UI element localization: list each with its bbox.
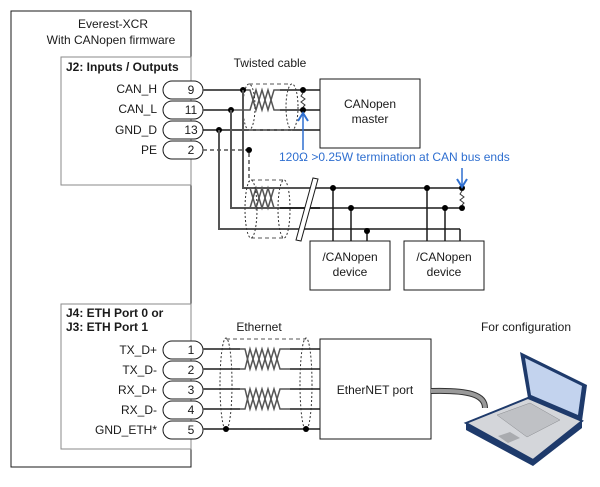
device2-line1: /CANopen <box>416 250 471 264</box>
canopen-device-box <box>309 240 391 291</box>
twist-rx-b <box>240 386 290 412</box>
pin-signal: TX_D+ <box>119 343 157 357</box>
device-subtitle: With CANopen firmware <box>47 33 176 47</box>
pin-connector <box>162 400 204 420</box>
laptop-touchpad <box>498 432 520 443</box>
twisted-cable-label: Twisted cable <box>234 56 307 70</box>
pin-number: 2 <box>188 143 195 157</box>
pin-number: 11 <box>185 103 198 117</box>
device2-line2: device <box>427 265 462 279</box>
ethernet-cable-label: Ethernet <box>236 320 282 334</box>
eth-title-line1: J4: ETH Port 0 or <box>66 306 164 320</box>
junction-dot <box>348 205 354 211</box>
pin-signal: CAN_L <box>118 102 157 116</box>
junction-dot <box>300 107 306 113</box>
pin-signal: PE <box>141 143 157 157</box>
pin-number: 4 <box>188 403 195 417</box>
pin-signal: TX_D- <box>122 363 157 377</box>
laptop-icon <box>463 352 587 466</box>
j2-pin-row: CAN_H 9 <box>116 80 204 100</box>
pin-signal: GND_ETH* <box>95 423 157 437</box>
twist-tx-a <box>240 346 290 372</box>
pin-connector <box>162 80 204 100</box>
eth-pin-row: TX_D+ 1 <box>119 340 204 360</box>
pin-connector <box>162 380 204 400</box>
pin-connector <box>162 360 204 380</box>
junction-dot <box>303 426 309 432</box>
twist-tx-b <box>240 346 290 372</box>
junction-dot <box>364 228 370 234</box>
junction-dot <box>424 185 430 191</box>
eth-title-line2: J3: ETH Port 1 <box>66 320 148 334</box>
j2-title: J2: Inputs / Outputs <box>66 60 179 74</box>
termination-resistor <box>300 92 306 108</box>
pin-number: 3 <box>188 383 195 397</box>
twist-bottom-a <box>243 185 280 211</box>
ethernet-port-label: EtherNET port <box>337 383 414 397</box>
pin-signal: RX_D- <box>121 403 157 417</box>
canopen-master-box <box>319 78 421 149</box>
shield-ellipse <box>244 179 258 239</box>
junction-dot <box>459 205 465 211</box>
device-title: Everest-XCR <box>78 17 148 31</box>
pin-connector <box>162 420 204 440</box>
j2-pin-row: CAN_L 11 <box>118 100 204 120</box>
pin-signal: RX_D+ <box>118 383 157 397</box>
twist-top-b <box>231 87 280 113</box>
canopen-device-box <box>403 240 485 291</box>
device1-line1: /CANopen <box>322 250 377 264</box>
eth-pin-row: TX_D- 2 <box>122 360 204 380</box>
ethernet-wiring <box>203 337 320 432</box>
junction-dot <box>330 185 336 191</box>
junction-dot <box>442 205 448 211</box>
master-label-line2: master <box>352 112 389 126</box>
laptop-cable <box>430 388 487 409</box>
shield-ellipse <box>277 179 291 239</box>
junction-dot <box>223 426 229 432</box>
master-label-line1: CANopen <box>344 97 396 111</box>
pin-connector <box>162 140 204 160</box>
can-wiring <box>203 83 465 242</box>
eth-pin-row: RX_D- 4 <box>121 400 204 420</box>
wire-gnd-drop <box>218 130 460 230</box>
shield-ellipse <box>299 337 313 431</box>
ethernet-port-box <box>319 338 432 440</box>
twist-rx-a <box>240 386 290 412</box>
laptop-keyboard <box>496 402 561 438</box>
junction-dot <box>300 87 306 93</box>
j2-pin-row: GND_D 13 <box>115 120 204 140</box>
pin-number: 2 <box>188 363 195 377</box>
pin-number: 13 <box>184 123 198 137</box>
pin-connector <box>162 340 204 360</box>
junction-dot <box>246 147 252 153</box>
shield-ellipse <box>219 337 233 431</box>
device1-taps <box>332 188 368 241</box>
eth-pin-row: RX_D+ 3 <box>118 380 204 400</box>
laptop-base-edge <box>466 421 582 466</box>
arrow-down-icon <box>456 178 468 189</box>
cable-break-mark <box>295 177 319 242</box>
eth-pin-row: GND_ETH* 5 <box>95 420 204 440</box>
shield-outline <box>249 83 292 131</box>
j2-pin-row: PE 2 <box>141 140 204 160</box>
pin-number: 9 <box>188 83 195 97</box>
device2-taps <box>426 188 461 241</box>
twist-bottom-b <box>231 185 280 211</box>
pin-number: 5 <box>188 423 195 437</box>
twist-top-a <box>243 87 280 113</box>
shield-outline <box>251 179 284 239</box>
termination-resistor <box>459 190 465 206</box>
pin-connector <box>162 100 204 120</box>
arrow-up-icon <box>297 111 309 122</box>
pin-signal: GND_D <box>115 123 157 137</box>
pin-signal: CAN_H <box>116 82 157 96</box>
laptop-screen <box>525 358 582 415</box>
pin-number: 1 <box>188 343 195 357</box>
device1-line2: device <box>333 265 368 279</box>
termination-note: 120Ω >0.25W termination at CAN bus ends <box>279 150 510 164</box>
pin-connector <box>162 120 204 140</box>
config-label: For configuration <box>481 320 571 334</box>
